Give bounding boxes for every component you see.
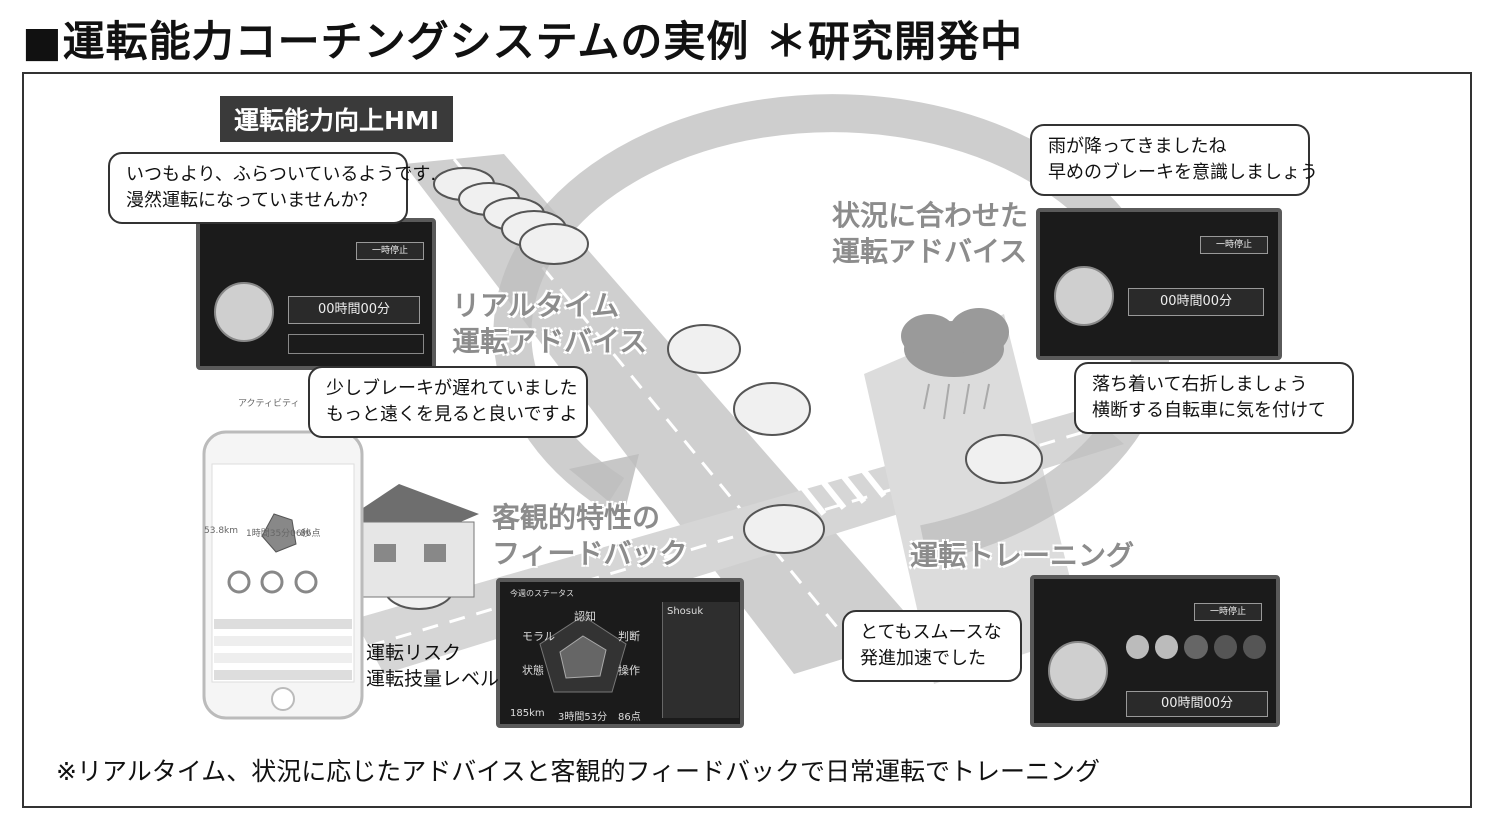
phone-stat-score: 86点 (300, 529, 321, 539)
bubble-rain-advice: 雨が降ってきましたね 早めのブレーキを意識しましょう (1030, 124, 1318, 196)
stat-time: 3時間53分 (558, 712, 608, 723)
avatar (214, 282, 274, 342)
hmi-badge: 運転能力向上HMI (220, 96, 454, 142)
label-risk-skill: 運転リスク 運転技量レベル (366, 642, 500, 690)
stop-button[interactable]: 一時停止 (356, 242, 424, 260)
screen-feedback: 今週のステータス 認知 判断 操作 状態 モラル 185km 3時間53分 86… (496, 578, 744, 728)
phone-stat-time: 1時間35分06秒 (246, 529, 311, 539)
radar-label-morality: モラル (522, 630, 555, 643)
timer-display: 00時間00分 (288, 296, 420, 324)
progress-slots (288, 334, 424, 354)
screen-realtime: 00時間00分 一時停止 (196, 218, 436, 370)
screen-training: 一時停止 00時間00分 (1030, 575, 1280, 727)
house-icon (339, 484, 479, 598)
screen-situational: 00時間00分 一時停止 (1036, 208, 1282, 360)
radar-chart (539, 615, 627, 693)
smartphone (202, 430, 364, 720)
label-realtime-advice: リアルタイム 運転アドバイス (452, 289, 648, 358)
car-3 (965, 434, 1043, 484)
label-situational-advice: 状況に合わせた 運転アドバイス (832, 199, 1029, 268)
side-user-name: Shosuk (667, 606, 704, 617)
diagram-frame (22, 72, 1472, 808)
label-driving-training: 運転トレーニング (910, 539, 1135, 572)
radar-label-condition: 状態 (522, 664, 544, 677)
page-title: ■運転能力コーチングシステムの実例 ＊研究開発中 (22, 17, 1024, 66)
road-branch (864, 314, 1084, 684)
bubble-wobbling-warning: いつもより、ふらついているようです. 漫然運転になっていませんか？ (108, 152, 436, 224)
stat-score: 86点 (618, 712, 641, 723)
feedback-header: 今週のステータス (510, 589, 574, 598)
stat-distance: 185km (510, 708, 545, 719)
label-objective-feedback: 客観的特性の フィードバック (492, 501, 688, 570)
car-4 (743, 504, 825, 554)
training-slots (1126, 635, 1267, 661)
phone-title: アクティビティ (238, 399, 300, 409)
car-queue (433, 167, 589, 265)
car-2 (733, 382, 811, 436)
stop-button[interactable]: 一時停止 (1194, 603, 1262, 621)
bubble-brake-advice: 少しブレーキが遅れていました もっと遠くを見ると良いですよ (308, 366, 588, 438)
car-icons (384, 167, 1043, 610)
car-1 (667, 324, 741, 374)
avatar (1054, 266, 1114, 326)
cycle-arrowhead (569, 454, 639, 514)
radar-label-judgement: 判断 (618, 630, 640, 643)
radar-label-cognition: 認知 (574, 610, 596, 623)
phone-stat-distance: 53.8km (204, 526, 239, 536)
crosswalk (781, 444, 887, 516)
side-panel: Shosuk (662, 602, 739, 718)
timer-display: 00時間00分 (1126, 691, 1268, 717)
bubble-smooth-start: とてもスムースな 発進加速でした (842, 610, 1022, 682)
timer-display: 00時間00分 (1128, 288, 1264, 316)
scene-illustration (202, 94, 1172, 720)
avatar (1048, 641, 1108, 701)
rain-cloud-icon (901, 308, 1009, 420)
bubble-turn-advice: 落ち着いて右折しましょう 横断する自転車に気を付けて (1074, 362, 1354, 434)
radar-label-operation: 操作 (618, 664, 640, 677)
footnote: ※リアルタイム、状況に応じたアドバイスと客観的フィードバックで日常運転でトレーニ… (56, 757, 1100, 786)
stop-button[interactable]: 一時停止 (1200, 236, 1268, 254)
